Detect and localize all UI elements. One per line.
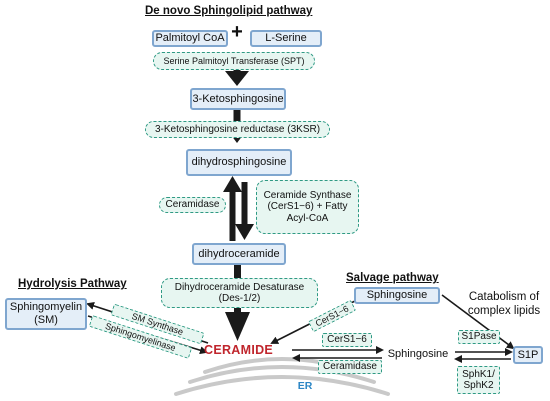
palmitoyl-coa-node: Palmitoyl CoA: [152, 30, 228, 47]
s1p-node: S1P: [513, 346, 543, 364]
plus-sign: +: [231, 21, 243, 43]
ceramidase-right-enzyme: Ceramidase: [318, 360, 382, 374]
ceramidase-left-enzyme: Ceramidase: [159, 197, 226, 213]
salvage-title: Salvage pathway: [346, 272, 439, 284]
cers-fatty-acyl-enzyme: Ceramide Synthase (CerS1−6) + Fatty Acyl…: [256, 180, 359, 234]
sphingosine-node: Sphingosine: [387, 347, 449, 360]
sphingomyelin-node: Sphingomyelin (SM): [5, 298, 87, 330]
ketosphingosine-node: 3-Ketosphingosine: [190, 88, 286, 110]
hydrolysis-title: Hydrolysis Pathway: [18, 278, 127, 290]
l-serine-node: L-Serine: [250, 30, 322, 47]
ksr-enzyme: 3-Ketosphingosine reductase (3KSR): [145, 121, 330, 138]
sphingosine-top-node: Sphingosine: [354, 287, 440, 304]
sphk-enzyme: SphK1/ SphK2: [457, 366, 500, 394]
s1pase-enzyme: S1Pase: [458, 330, 500, 344]
main-title: De novo Sphingolipid pathway: [145, 5, 313, 17]
catabolism-label: Catabolism of complex lipids: [467, 291, 541, 318]
dihydroceramide-node: dihydroceramide: [192, 243, 286, 265]
ceramide-node: CERAMIDE: [204, 343, 274, 357]
er-label: ER: [297, 380, 313, 392]
des-enzyme: Dihydroceramide Desaturase (Des-1/2): [161, 278, 318, 308]
spt-enzyme: Serine Palmitoyl Transferase (SPT): [153, 52, 315, 70]
cers-mid-enzyme: CerS1−6: [322, 333, 372, 347]
dihydrosphingosine-node: dihydrosphingosine: [186, 149, 292, 176]
